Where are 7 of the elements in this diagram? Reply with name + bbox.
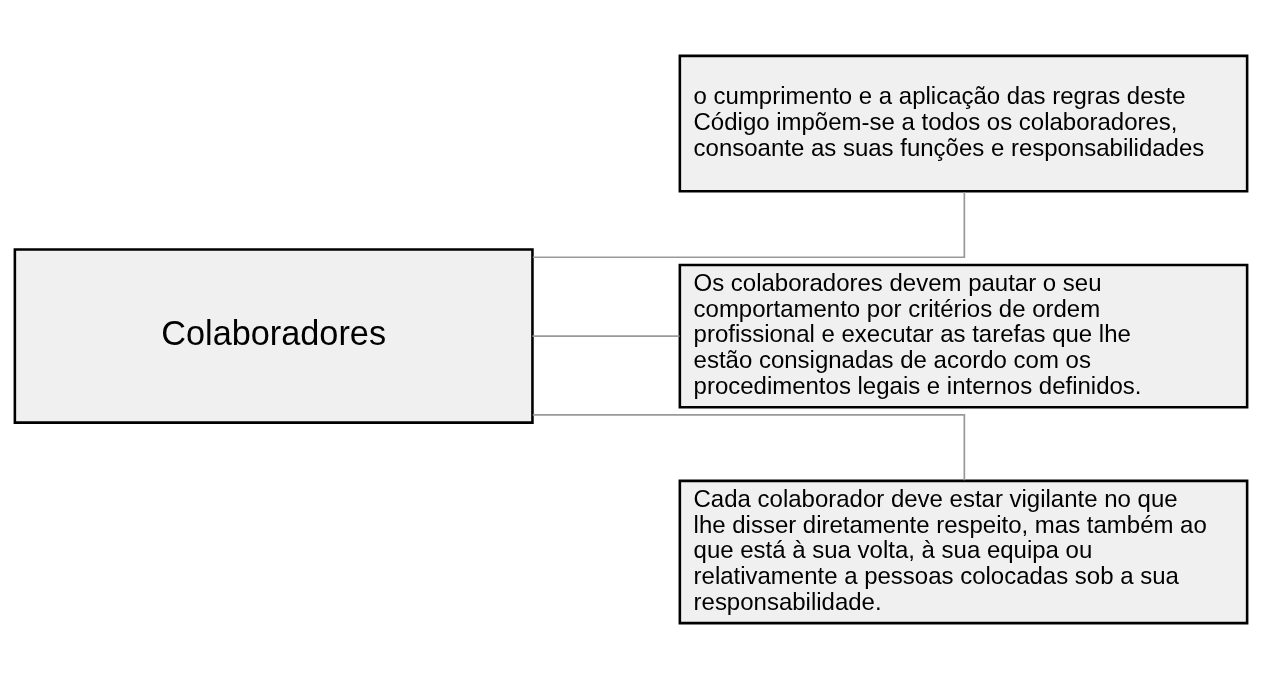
- connector: [531, 414, 966, 482]
- connector: [531, 335, 681, 337]
- node-box: o cumprimento e a aplicação das regras deste Código impõem-se a todos os colaboradores, consoante as suas funções e responsabilidades: [678, 54, 1249, 193]
- connector: [531, 191, 966, 259]
- node-box: Colaboradores: [13, 248, 534, 424]
- node-box: Cada colaborador deve estar vigilante no que lhe disser diretamente respeito, mas também ao que está à sua volta, à sua equipa ou relativamente a pessoas colocadas sob a sua responsabilidade.: [678, 479, 1249, 625]
- node-box: Os colaboradores devem pautar o seu comportamento por critérios de ordem profissional e executar as tarefas que lhe estão consignadas de acordo com os procedimentos legais e internos definidos.: [678, 263, 1249, 409]
